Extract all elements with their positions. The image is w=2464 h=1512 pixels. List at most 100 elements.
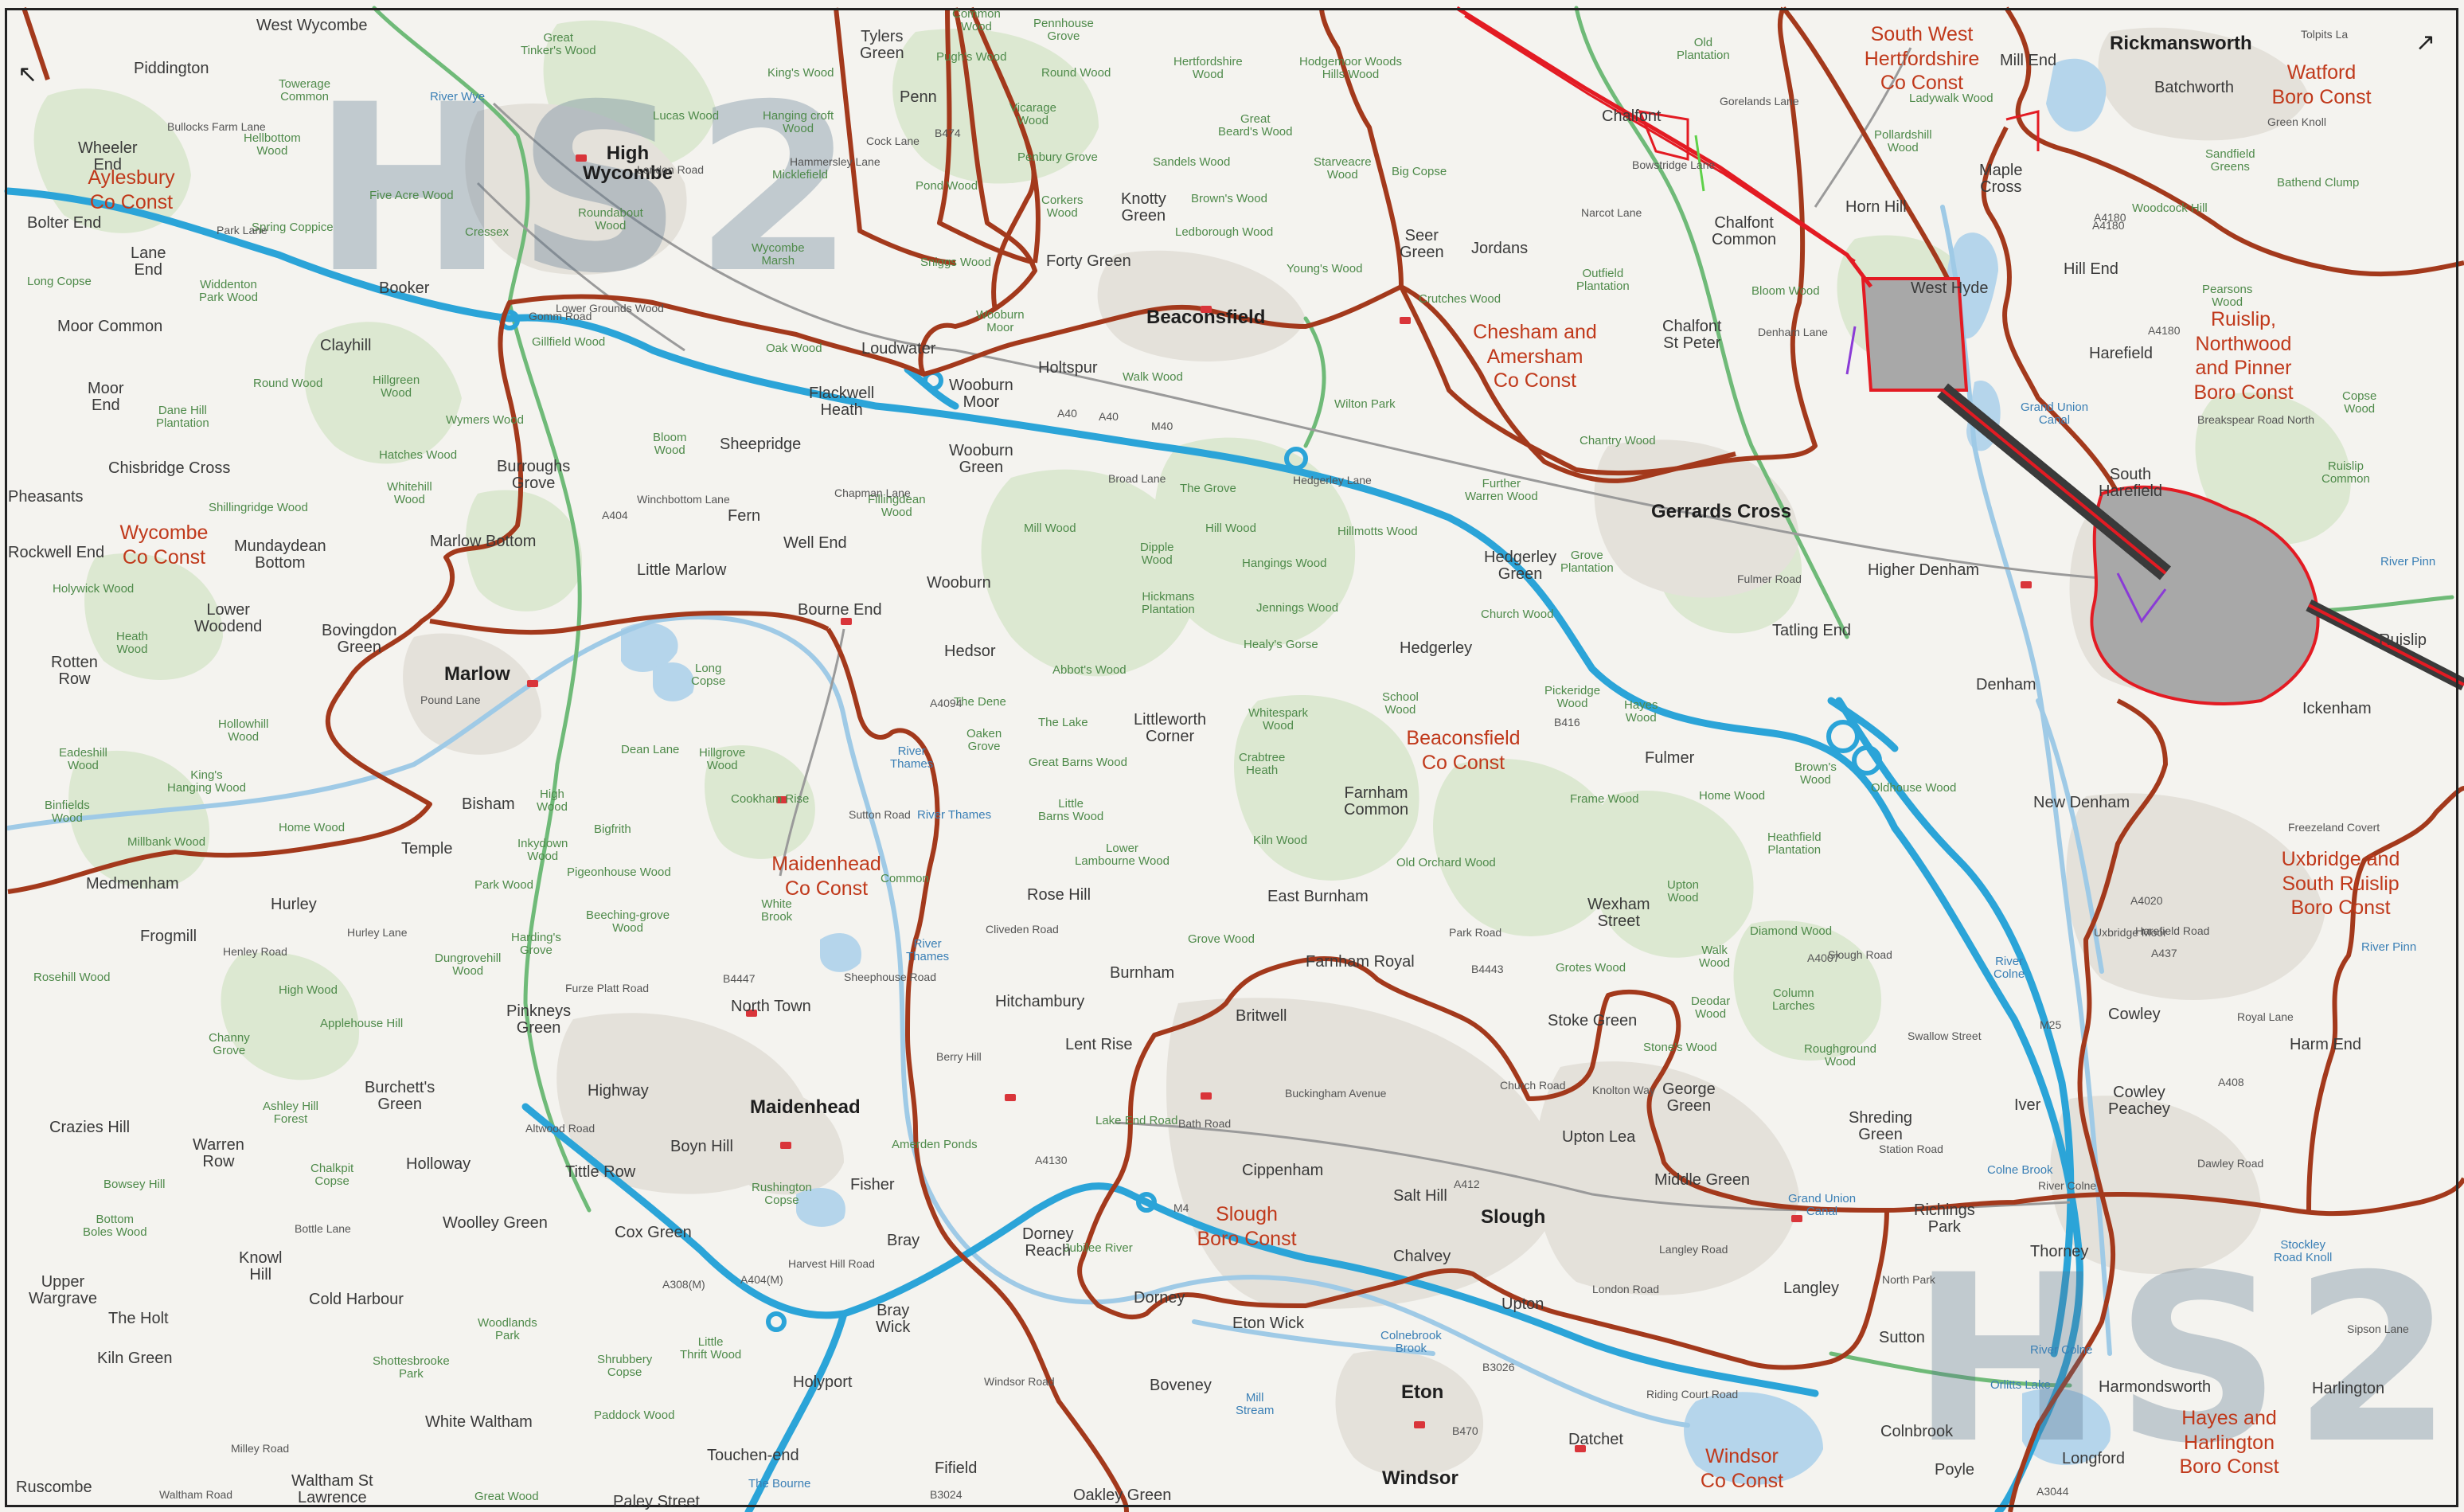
hs2-watermark-bottom: HS2	[1911, 1226, 2464, 1494]
motorway-m25	[1835, 697, 2075, 1358]
woodland-label: Sandfield Greens	[2205, 147, 2255, 174]
place-label: Higher Denham	[1868, 561, 1980, 579]
woodland-label: Diamond Wood	[1750, 924, 1833, 938]
constituency-label-aylesbury: Aylesbury Co Const	[88, 166, 175, 213]
road-label: Station Road	[1879, 1143, 1943, 1155]
place-label: Farnham Common	[1344, 784, 1409, 819]
place-label: Dorney	[1134, 1289, 1185, 1307]
woodland-label: Column Larches	[1772, 987, 1815, 1013]
woodland-label: Heathfield Plantation	[1767, 830, 1822, 857]
arrow-up-left-icon: ↖	[18, 61, 38, 88]
boundary-ruislip-west	[1981, 126, 2120, 495]
place-label: Mundaydean Bottom	[234, 537, 326, 572]
place-label: Poyle	[1935, 1461, 1975, 1479]
road-label: Riding Court Road	[1646, 1388, 1739, 1401]
constituency-label-uxbridge: Uxbridge and South Ruislip Boro Const	[2281, 848, 2400, 919]
water-label: River Wye	[430, 90, 486, 104]
woodland-label: Pollardshill Wood	[1874, 128, 1932, 154]
woodland-label: Great Tinker's Wood	[521, 31, 596, 57]
woodland-label: Lower Lambourne Wood	[1075, 842, 1170, 868]
station-marker	[527, 680, 538, 687]
constituency-label-watford: Watford Boro Const	[2271, 61, 2372, 108]
woodland-label: Hatches Wood	[379, 448, 458, 462]
town-label: Eton	[1401, 1381, 1444, 1403]
woodland-label: Wymers Wood	[446, 413, 524, 427]
woodland-label: Five Acre Wood	[369, 189, 454, 202]
road-label: M4	[1173, 1201, 1189, 1214]
road-label: Pound Lane	[420, 693, 481, 706]
place-label: Maple Cross	[1979, 162, 2023, 196]
road-label: M25	[2040, 1018, 2062, 1031]
station-marker	[1414, 1421, 1425, 1428]
woodland-label: Spring Coppice	[252, 221, 334, 234]
woodland-label: Jennings Wood	[1256, 601, 1339, 615]
road-label: Tolpits La	[2301, 28, 2349, 41]
road-label: Buckingham Avenue	[1285, 1087, 1387, 1100]
woodland-label: Corkers Wood	[1041, 193, 1084, 220]
woodland-label: Hickmans Plantation	[1142, 590, 1195, 616]
woodland-label: The Lake	[1038, 716, 1088, 729]
place-label: Britwell	[1236, 1007, 1287, 1025]
place-label: Hedgerley Green	[1484, 549, 1557, 583]
place-label: Hurley	[271, 896, 317, 913]
woodland-label: Great Beard's Wood	[1218, 112, 1293, 139]
woodland-label: Pennhouse Grove	[1033, 17, 1094, 43]
woodland-label: Hertfordshire Wood	[1173, 55, 1243, 81]
woodland-label: Common Wood	[952, 7, 1001, 33]
place-label: Warren Row	[193, 1136, 244, 1170]
constituency-label-sw-herts: South West Hertfordshire Co Const	[1864, 23, 1980, 94]
place-label: Chisbridge Cross	[108, 459, 231, 477]
boundary-wycombe-east	[7, 284, 1403, 894]
place-label: Upton Lea	[1562, 1128, 1636, 1146]
woodland-label: Whitehill Wood	[387, 480, 432, 506]
constituency-label-wycombe: Wycombe Co Const	[119, 522, 209, 568]
constituency-boundary-layer	[7, 6, 2464, 1512]
place-label: Ruscombe	[16, 1479, 92, 1496]
woodland-label: Grove Wood	[1188, 932, 1255, 946]
woodland-label: Abbot's Wood	[1052, 663, 1127, 677]
woodland-label: Bottom Boles Wood	[83, 1213, 147, 1239]
woodland-label: Home Wood	[279, 821, 346, 834]
road-label: Sipson Lane	[2347, 1323, 2409, 1335]
woodland-label: Dane Hill Plantation	[156, 404, 209, 430]
road-label: Langley Road	[1659, 1243, 1728, 1256]
road-label: Cliveden Road	[986, 923, 1059, 936]
woodland-layer	[33, 20, 2351, 1080]
place-label: Wooburn Moor	[949, 377, 1013, 411]
place-label: Frogmill	[140, 928, 197, 945]
road-label: Chapman Lane	[834, 486, 911, 499]
road-label: Church Road	[1500, 1079, 1566, 1092]
place-label: Holtspur	[1038, 359, 1098, 377]
woodland-label: Bowsey Hill	[103, 1178, 166, 1191]
woodland-label: Walk Wood	[1699, 944, 1730, 970]
place-label: Shreding Green	[1849, 1109, 1913, 1143]
place-label: Marlow Bottom	[430, 533, 537, 550]
place-label: Boyn Hill	[670, 1138, 733, 1155]
woodland-label: King's Wood	[767, 66, 834, 80]
woodland-label: Dean Lane	[621, 743, 680, 756]
road-label: Berry Hill	[936, 1050, 982, 1063]
woodland-label: Hodgemoor Woods Hills Wood	[1299, 55, 1402, 81]
woodland-label: Great Barns Wood	[1029, 756, 1127, 769]
station-marker	[780, 1142, 791, 1149]
road-label: Winchbottom Lane	[637, 493, 730, 506]
water-label: Mill Stream	[1236, 1391, 1275, 1417]
boundary-windsor-north	[1886, 1192, 2118, 1213]
woodland-label: Chalkpit Copse	[310, 1162, 354, 1188]
boundary-uxbridge-east2	[2306, 786, 2464, 1211]
road-label: Narcot Lane	[1581, 206, 1642, 219]
road-label: Royal Lane	[2237, 1010, 2294, 1023]
woodland-label: Brown's Wood	[1191, 192, 1267, 205]
road-label: B416	[1554, 716, 1580, 729]
road-label: Denham Lane	[1758, 326, 1828, 338]
place-label: West Hyde	[1911, 279, 1989, 297]
place-label: Salt Hill	[1393, 1187, 1447, 1205]
place-label: Lent Rise	[1065, 1036, 1133, 1053]
boundary-uxbridge	[2008, 698, 2168, 1512]
place-label: Longford	[2062, 1450, 2125, 1467]
place-label: Bisham	[462, 795, 515, 813]
road-label: Freezeland Covert	[2288, 821, 2380, 834]
road-label: London Road	[637, 163, 705, 176]
